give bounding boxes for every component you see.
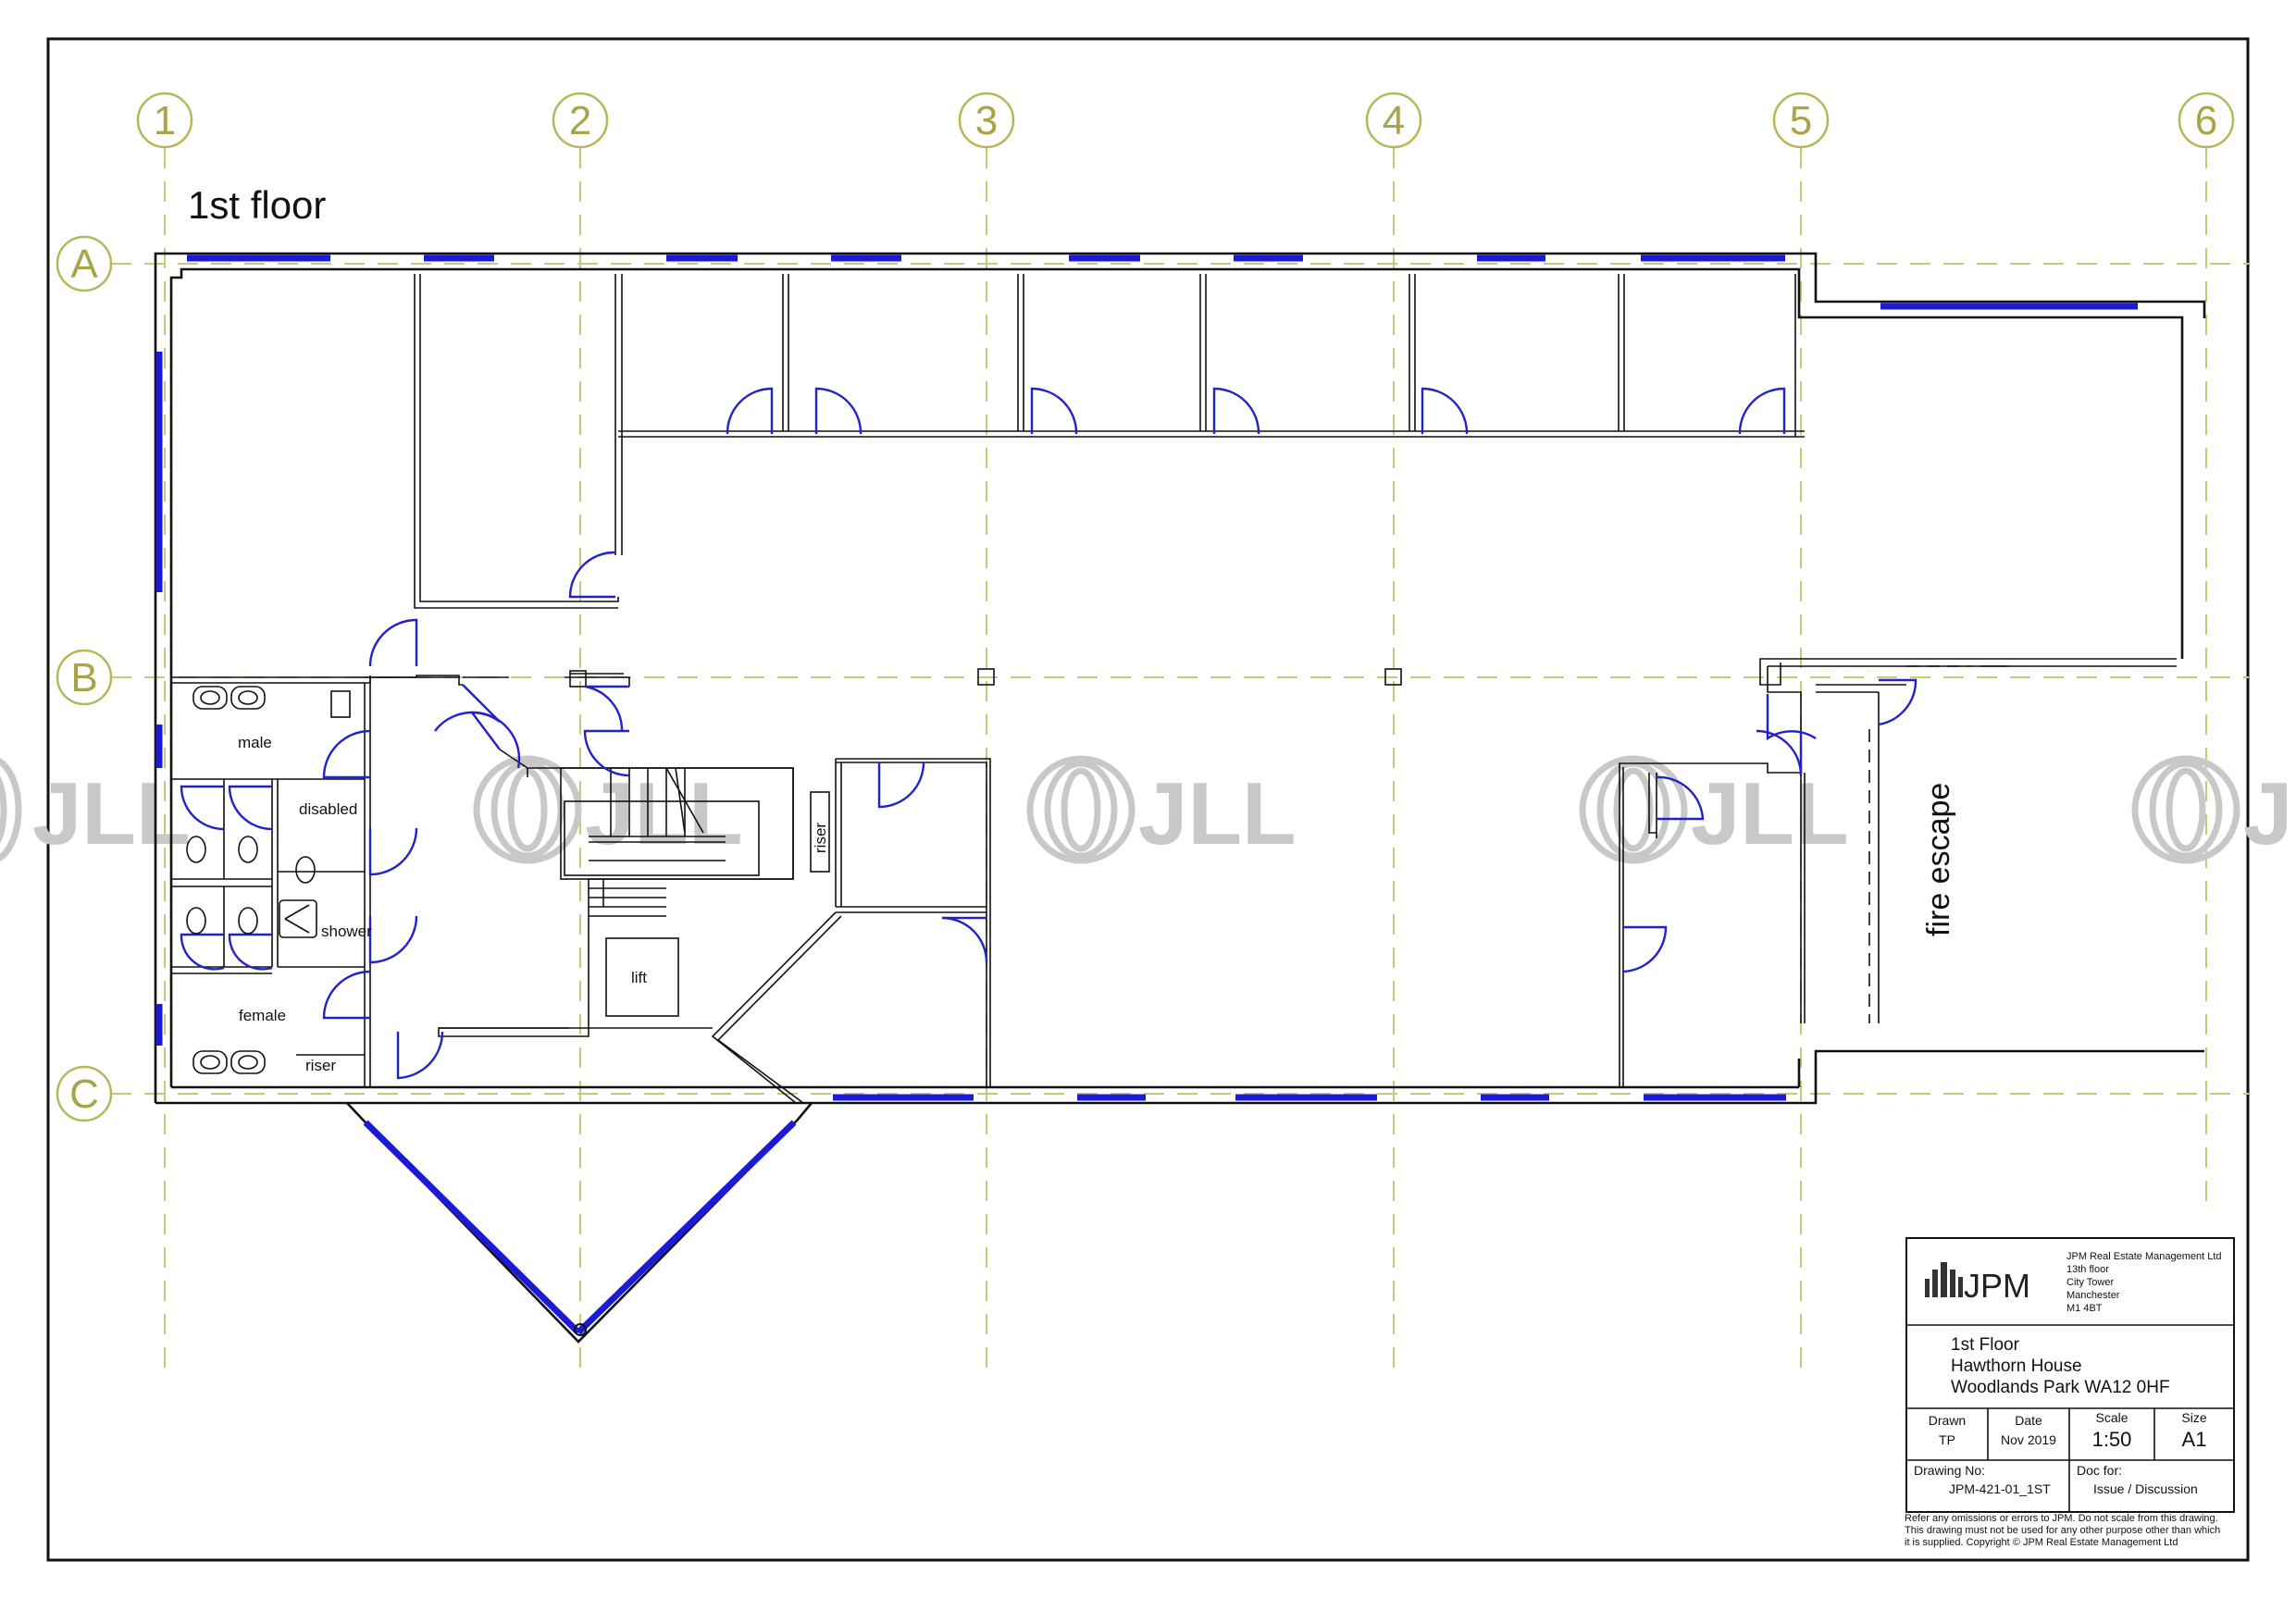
grid-label-5: 5 (1790, 98, 1812, 143)
shower-tray-icon (279, 899, 317, 938)
room-label-lift: lift (631, 969, 647, 986)
wc-icon (186, 907, 206, 935)
company-address-1: 13th floor (2066, 1264, 2109, 1275)
east-doors (1622, 678, 1917, 973)
size-label: Size (2181, 1410, 2206, 1425)
doc-for-value: Issue / Discussion (2093, 1481, 2198, 1496)
wc-icon (238, 907, 258, 935)
disclaimer-line-2: This drawing must not be used for any ot… (1905, 1525, 2220, 1536)
basin-icon (192, 1050, 228, 1074)
drawn-label: Drawn (1929, 1413, 1966, 1428)
building-outer-walls (154, 252, 2206, 1105)
project-line-2: Hawthorn House (1951, 1357, 2082, 1376)
grid-marker-c: C (56, 1065, 113, 1122)
grid-marker-6: 6 (2178, 92, 2235, 149)
drawn-value: TP (1939, 1432, 1955, 1447)
grid-label-3: 3 (975, 98, 998, 143)
floor-heading: 1st floor (188, 183, 326, 227)
disclaimer-line-3: it is supplied. Copyright © JPM Real Est… (1905, 1537, 2178, 1548)
sanitary-fixtures (186, 686, 351, 1074)
date-value: Nov 2019 (2001, 1432, 2056, 1447)
project-line-1: 1st Floor (1951, 1335, 2020, 1355)
jpm-logo-icon (1925, 1262, 1963, 1297)
sheet-border (46, 37, 2250, 1562)
grid-row-markers: A B C (56, 235, 113, 1122)
basin-icon (192, 686, 228, 710)
room-label-disabled: disabled (299, 800, 357, 818)
scale-value: 1:50 (2092, 1428, 2132, 1451)
grid-label-a: A (70, 242, 98, 287)
grid-label-1: 1 (154, 98, 176, 143)
company-address-4: M1 4BT (2066, 1303, 2103, 1314)
core-doors (180, 684, 988, 1080)
room-label-fire-escape: fire escape (1921, 783, 1956, 936)
grid-label-2: 2 (569, 98, 591, 143)
core-walls (171, 668, 1402, 1087)
wc-icon (238, 836, 258, 863)
grid-column-markers: 1 2 3 4 5 6 (136, 92, 2235, 149)
svg-text:JLL: JLL (585, 764, 743, 863)
date-label: Date (2015, 1413, 2042, 1428)
jll-watermark-1: JLL (0, 758, 191, 863)
urinal-icon (330, 690, 351, 718)
grid-label-c: C (69, 1072, 99, 1117)
room-label-riser-core: riser (812, 823, 829, 853)
room-label-riser-toilets: riser (305, 1057, 336, 1074)
grid-marker-4: 4 (1365, 92, 1422, 149)
room-label-shower: shower (321, 923, 372, 940)
drawing-number-value: JPM-421-01_1ST (1949, 1481, 2051, 1496)
doc-for-label: Doc for: (2077, 1463, 2122, 1478)
svg-text:JLL: JLL (1691, 764, 1849, 863)
grid-lines (111, 148, 2249, 1369)
riser-shaft-core (810, 791, 830, 873)
grid-marker-3: 3 (958, 92, 1015, 149)
windows-north (187, 254, 2138, 310)
stair-treads (589, 767, 726, 917)
svg-text:JLL: JLL (2243, 764, 2296, 863)
north-offices (414, 274, 2177, 675)
jll-watermark-3: JLL (1026, 755, 1297, 864)
grid-marker-5: 5 (1772, 92, 1830, 149)
basin-icon (230, 686, 266, 710)
wc-icon (295, 856, 316, 884)
stair-core (438, 749, 991, 1104)
svg-text:JLL: JLL (1138, 764, 1297, 863)
room-label-male: male (238, 734, 272, 751)
lift-shaft (605, 937, 679, 1017)
grid-marker-a: A (56, 235, 113, 292)
company-address-2: City Tower (2066, 1277, 2114, 1288)
glazed-bay (346, 1102, 813, 1344)
disclaimer-line-1: Refer any omissions or errors to JPM. Do… (1905, 1513, 2218, 1524)
size-value: A1 (2182, 1428, 2207, 1451)
basin-icon (230, 1050, 266, 1074)
jll-watermark-5: JLL (2131, 755, 2296, 864)
svg-text:JLL: JLL (32, 764, 191, 863)
grid-label-4: 4 (1383, 98, 1405, 143)
room-label-female: female (239, 1007, 286, 1024)
jll-watermark-4: JLL (1579, 755, 1849, 864)
grid-label-b: B (70, 655, 97, 700)
grid-marker-2: 2 (552, 92, 609, 149)
grid-label-6: 6 (2195, 98, 2217, 143)
project-line-3: Woodlands Park WA12 0HF (1951, 1378, 2170, 1397)
wc-icon (186, 836, 206, 863)
jpm-logo-text: JPM (1964, 1267, 2030, 1305)
company-name: JPM Real Estate Management Ltd (2066, 1251, 2222, 1262)
scale-label: Scale (2095, 1410, 2128, 1425)
company-address-3: Manchester (2066, 1290, 2120, 1301)
title-block: JPM JPM Real Estate Management Ltd 13th … (1905, 1237, 2235, 1548)
jll-watermark-2: JLL (473, 755, 743, 864)
drawing-number-label: Drawing No: (1914, 1463, 1985, 1478)
north-office-doors (368, 387, 1786, 667)
grid-marker-b: B (56, 649, 113, 706)
grid-marker-1: 1 (136, 92, 193, 149)
